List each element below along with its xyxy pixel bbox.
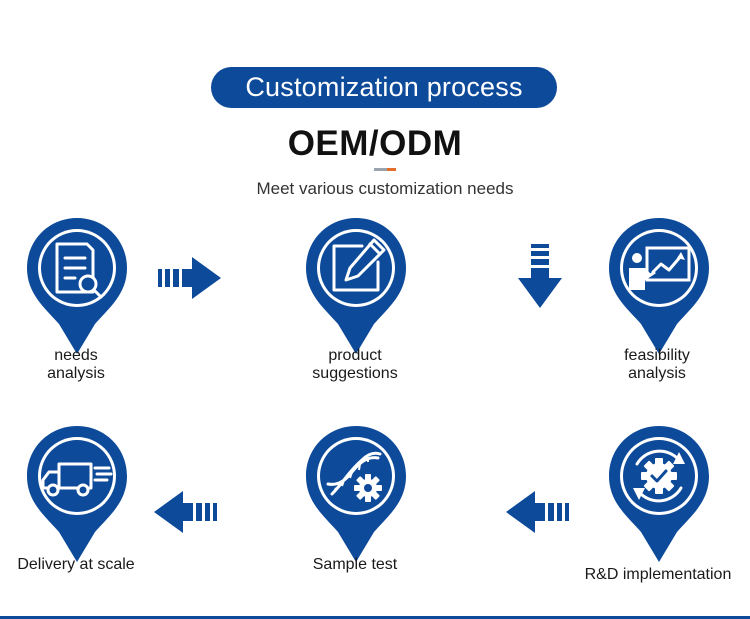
step-needs-analysis-pin	[25, 216, 129, 356]
step-label-sample-test: Sample test	[312, 556, 398, 573]
step-label-rd-implementation: R&D implementation	[584, 566, 732, 583]
page-subtitle: Meet various customization needs	[256, 179, 514, 198]
bottom-divider	[0, 616, 750, 619]
step-label-delivery-at-scale: Delivery at scale	[17, 556, 135, 573]
gear-cycle-icon	[633, 449, 685, 503]
step-sample-test-pin	[304, 424, 408, 564]
step-product-suggestions-pin	[304, 216, 408, 356]
step-label-feasibility-analysis: feasibility analysis	[624, 347, 690, 382]
pencil-edit-icon	[332, 238, 386, 292]
step-delivery-at-scale-pin	[25, 424, 129, 564]
arrow-left-icon	[154, 491, 218, 538]
delivery-truck-icon	[41, 462, 113, 497]
arrow-left-icon	[506, 491, 570, 538]
arrow-right-icon	[158, 257, 222, 304]
step-label-needs-analysis: needs analysis	[47, 347, 105, 382]
document-search-icon	[55, 242, 103, 299]
step-label-product-suggestions: product suggestions	[312, 347, 398, 382]
arrow-down-icon	[518, 244, 562, 313]
section-pill-title: Customization process	[211, 67, 557, 108]
step-feasibility-analysis-pin	[607, 216, 711, 356]
title-underline	[374, 168, 396, 171]
page-title: OEM/ODM	[287, 124, 463, 163]
presentation-chart-icon	[629, 246, 691, 290]
step-rd-implementation-pin	[607, 424, 711, 564]
dna-gear-icon	[326, 451, 382, 502]
